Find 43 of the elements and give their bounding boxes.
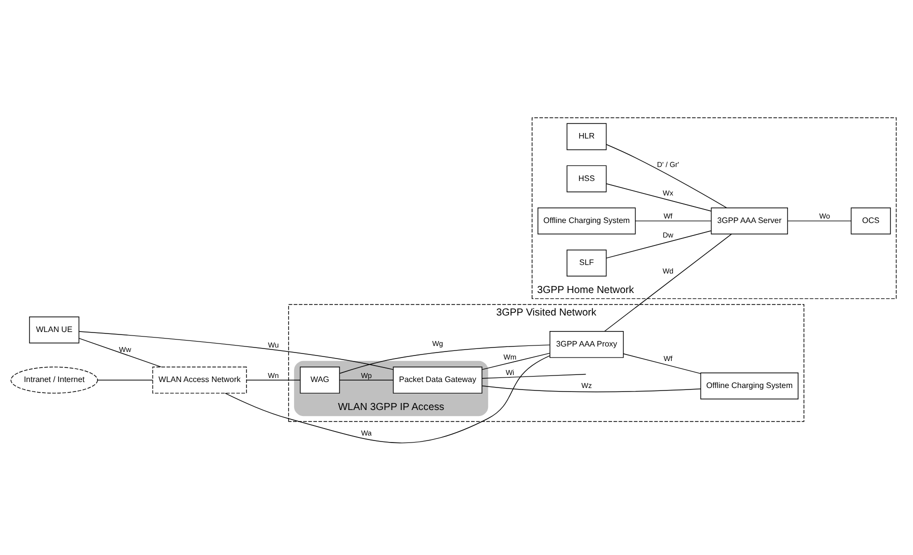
edge-label: Wp	[360, 370, 372, 380]
connector	[634, 220, 712, 222]
node-ellipse: Intranet / Internet	[10, 366, 98, 394]
connector	[606, 183, 712, 212]
edge-label: Wf	[664, 212, 672, 221]
connector	[482, 352, 550, 370]
edge-label: Dw	[662, 230, 674, 240]
edge-label: Wa	[361, 428, 372, 438]
node-box: WLAN Access Network	[152, 366, 247, 394]
edge-label: Wm	[503, 352, 516, 362]
node-box: OCS	[850, 207, 891, 234]
node-box: 3GPP AAA Server	[710, 207, 788, 234]
edge-label: Wg	[432, 338, 444, 348]
node-box: Offline Charging System	[538, 207, 636, 234]
connector	[606, 144, 728, 208]
node-box: WAG	[300, 366, 340, 394]
connector	[787, 220, 852, 222]
connector	[224, 355, 550, 444]
connector	[78, 338, 162, 368]
edge-label: Wu	[268, 340, 279, 350]
edge-label: Wz	[581, 381, 592, 390]
edge-label: D' / Gr'	[656, 160, 680, 170]
node-box: WLAN UE	[29, 316, 80, 344]
edge-label: Wo	[819, 212, 830, 221]
node-box: Packet Data Gateway	[392, 366, 482, 394]
edge-label: Ww	[119, 344, 132, 354]
connector	[482, 385, 702, 392]
connector	[339, 344, 550, 374]
connector	[623, 353, 701, 374]
node-box: Offline Charging System	[700, 372, 798, 400]
connector	[604, 234, 732, 332]
edge-label: Wd	[662, 266, 674, 276]
node-box: HLR	[566, 123, 607, 150]
connector	[78, 331, 394, 370]
edge-label: Wx	[662, 188, 674, 198]
edge-label: Wf	[664, 354, 672, 364]
edge-label: Wi	[506, 368, 514, 378]
edge-label: Wn	[268, 370, 279, 380]
connector	[606, 230, 712, 258]
node-box: 3GPP AAA Proxy	[550, 331, 624, 358]
node-box: HSS	[566, 165, 607, 192]
connector	[482, 374, 586, 379]
node-box: SLF	[566, 250, 607, 277]
